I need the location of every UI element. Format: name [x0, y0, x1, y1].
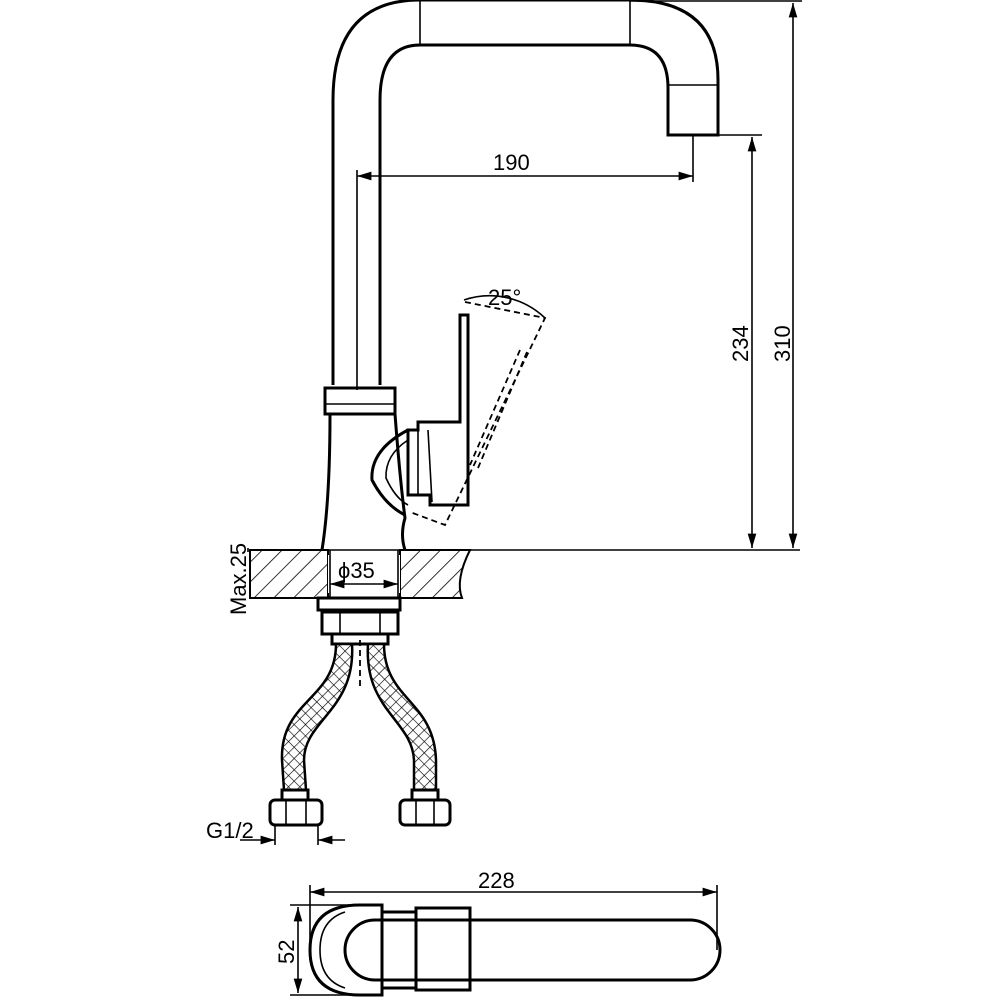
base-width-label: 52: [274, 940, 299, 964]
total-length-label: 228: [478, 868, 515, 893]
countertop-section: [249, 549, 472, 599]
spout-height-label: 234: [728, 325, 753, 362]
faucet-body: [320, 386, 409, 551]
supply-hoses: [268, 642, 452, 827]
spout-reach-label: 190: [493, 150, 530, 175]
mounting-nut: [316, 596, 402, 646]
thread-label: G1/2: [206, 818, 254, 843]
angle-arc: [463, 295, 546, 319]
spout: [331, 0, 720, 385]
handle: [406, 301, 547, 527]
dimension-heights: [250, 0, 802, 551]
top-view: [290, 885, 722, 997]
dimension-thread: [240, 825, 345, 845]
max-thickness-label: Max.25: [226, 543, 251, 615]
dimension-spout-reach: [356, 135, 694, 390]
handle-angle-label: 25°: [488, 285, 521, 310]
hole-diameter-label: ϕ35: [338, 558, 375, 583]
total-height-label: 310: [770, 325, 795, 362]
